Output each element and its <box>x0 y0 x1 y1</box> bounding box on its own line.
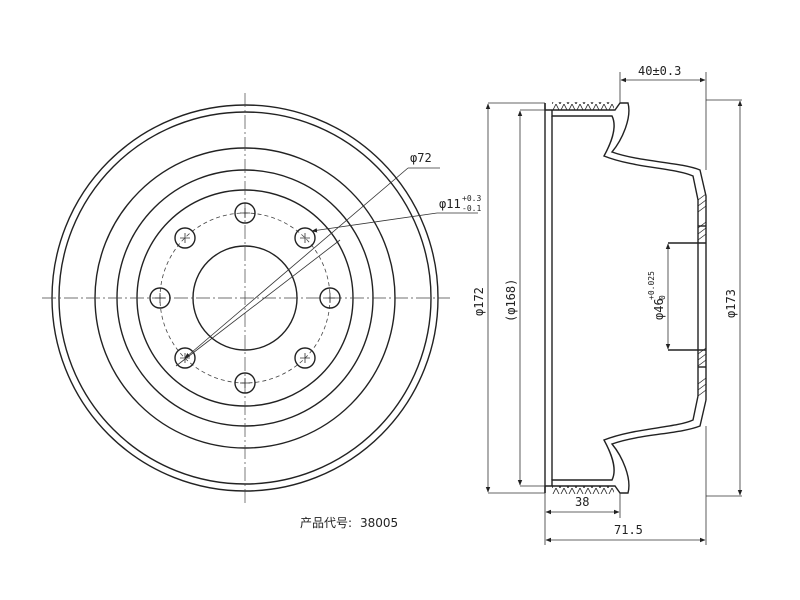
bolt-hole <box>234 202 256 224</box>
ref-dia-label: (φ168) <box>504 279 518 322</box>
hole-tol-upper: +0.3 <box>462 194 481 203</box>
drum-profile-outer-top <box>544 102 707 400</box>
bolt-hole <box>234 372 256 394</box>
section-view: φ172 (φ168) φ173 φ46 +0.025 0 40±0.3 38 … <box>472 64 743 545</box>
rim-teeth-bottom <box>552 486 614 494</box>
drum-profile-inner-top <box>551 110 699 396</box>
bolt-hole <box>174 347 196 369</box>
depth-label: 38 <box>575 495 589 509</box>
hub-hatch-top <box>697 221 707 241</box>
drum-profile-outer-bottom <box>544 399 707 494</box>
bolt-holes <box>149 202 341 394</box>
pilot-tol-upper: +0.025 <box>647 271 656 300</box>
pilot-dia-label: φ46 <box>652 298 666 320</box>
front-view: φ72 φ11 +0.3 -0.1 <box>42 93 481 503</box>
drum-profile-inner-bottom <box>551 395 699 486</box>
outer-dia-label: φ172 <box>472 287 486 316</box>
hole-leader <box>311 212 438 233</box>
wall-hatch-top <box>697 193 707 213</box>
pcd-dim-label: φ72 <box>410 151 432 165</box>
overall-label: 71.5 <box>614 523 643 537</box>
bolt-hole <box>174 227 196 249</box>
top-width-label: 40±0.3 <box>638 64 681 78</box>
product-code: 产品代号: 38005 <box>300 516 398 530</box>
pilot-tol-lower: 0 <box>658 295 667 300</box>
bolt-hole <box>319 287 341 309</box>
rim-teeth-top <box>552 102 614 110</box>
bolt-hole <box>149 287 171 309</box>
hub-hatch-bottom <box>697 347 707 367</box>
product-code-label: 产品代号: <box>300 516 352 530</box>
bolt-hole <box>294 227 316 249</box>
product-code-value: 38005 <box>360 516 398 530</box>
hole-dim-label: φ11 <box>439 197 461 211</box>
bolt-hole <box>294 347 316 369</box>
wall-hatch-bottom <box>697 377 707 397</box>
hole-tol-lower: -0.1 <box>462 204 481 213</box>
drum-dia-label: φ173 <box>724 289 738 318</box>
hole-leader-2 <box>175 239 341 367</box>
pcd-leader <box>184 167 409 359</box>
